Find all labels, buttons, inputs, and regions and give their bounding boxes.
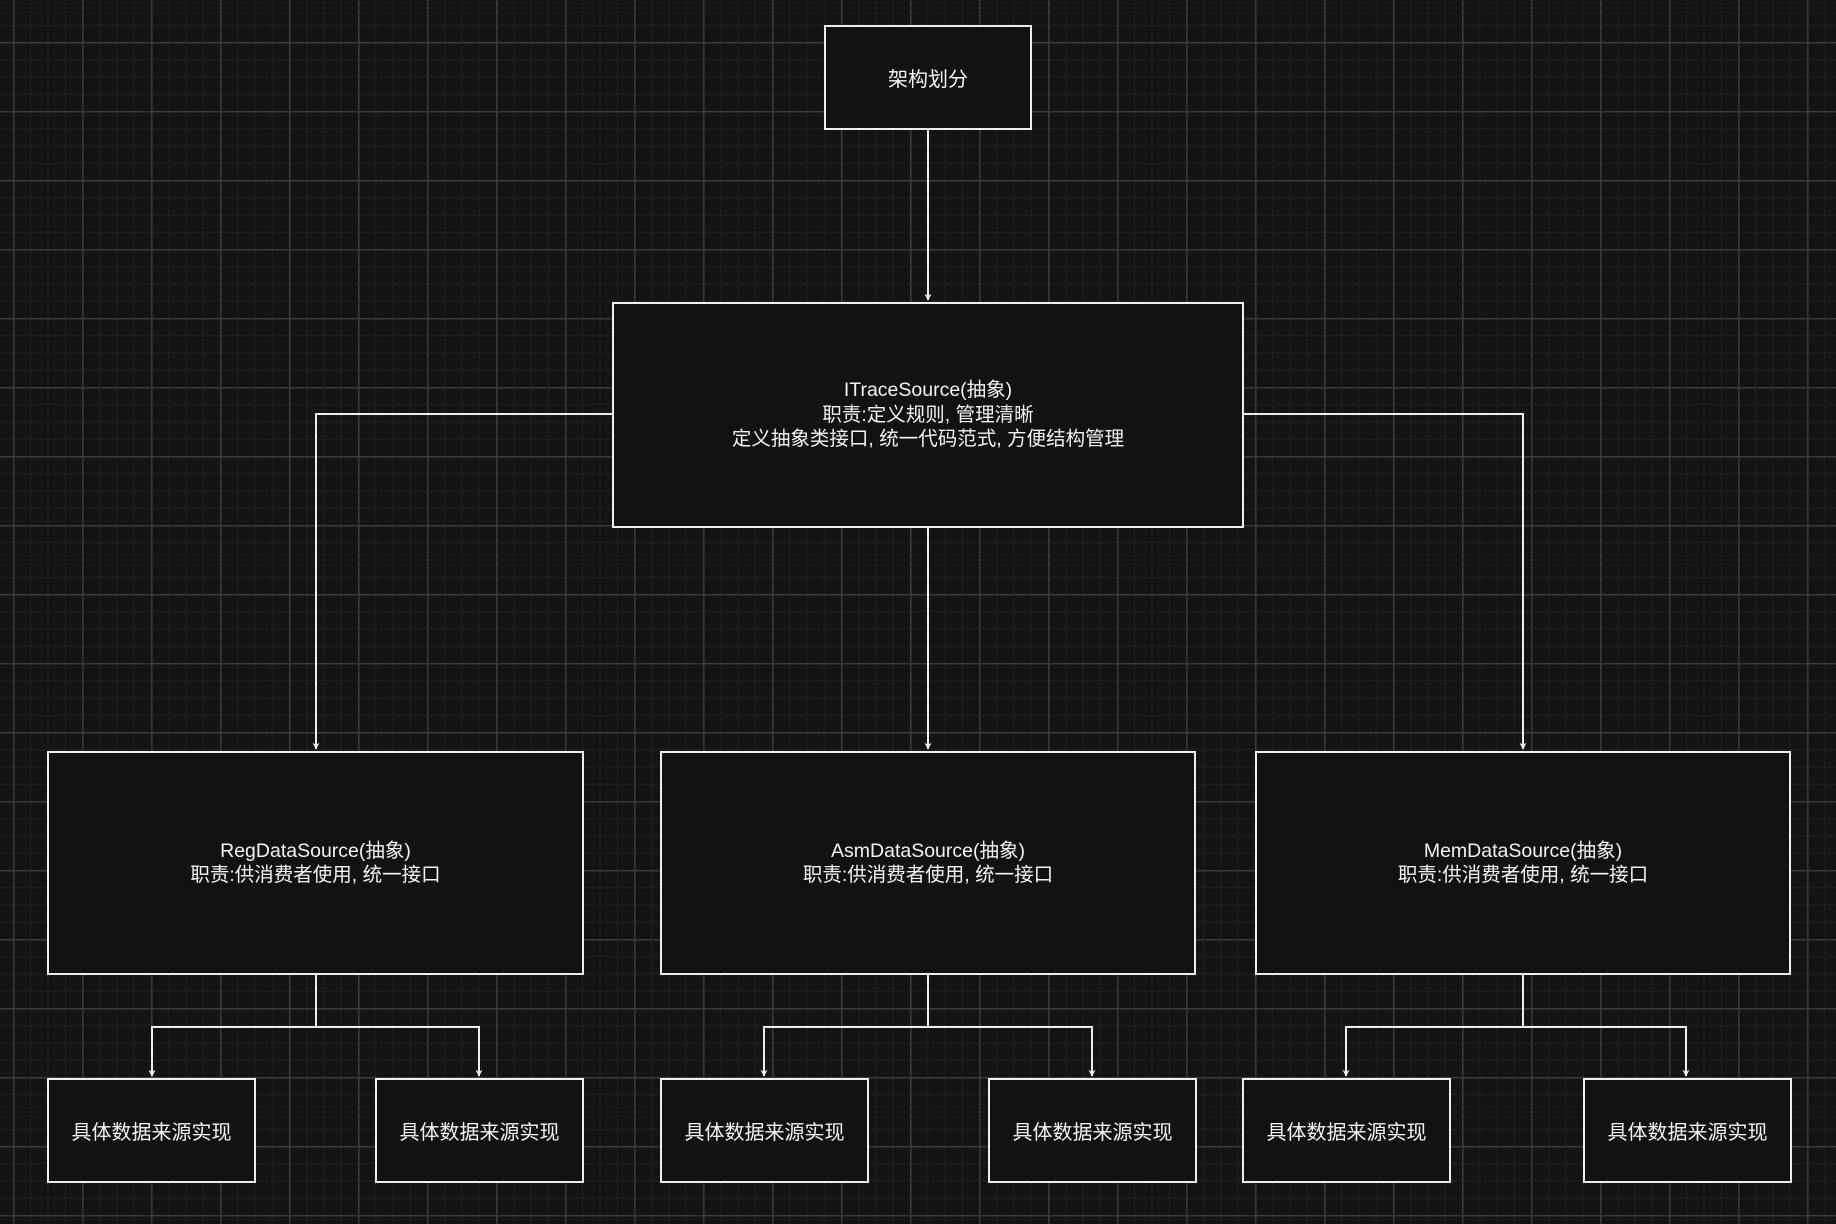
edge-asm-leaf-3 [760,975,929,1077]
node-mem-impl-2[interactable]: 具体数据来源实现 [1583,1078,1792,1183]
node-reg-impl-2[interactable]: 具体数据来源实现 [375,1078,584,1183]
node-asm-impl-2[interactable]: 具体数据来源实现 [988,1078,1197,1183]
node-label: 具体数据来源实现 [71,1122,232,1144]
node-architecture-root[interactable]: 架构划分 [824,25,1032,130]
node-asmdatasource[interactable]: AsmDataSource(抽象) 职责:供消费者使用, 统一接口 [660,751,1196,975]
node-label: 具体数据来源实现 [1607,1122,1768,1144]
node-title: AsmDataSource(抽象) [831,839,1025,862]
node-title: RegDataSource(抽象) [220,839,411,862]
edge-mem-leaf-6 [1523,1026,1690,1077]
node-itracesource[interactable]: ITraceSource(抽象) 职责:定义规则, 管理清晰 定义抽象类接口, … [612,302,1244,528]
node-responsibility: 职责:供消费者使用, 统一接口 [190,864,441,886]
node-regdatasource[interactable]: RegDataSource(抽象) 职责:供消费者使用, 统一接口 [47,751,584,975]
node-label: 具体数据来源实现 [1266,1122,1427,1144]
node-responsibility: 职责:供消费者使用, 统一接口 [802,864,1054,886]
node-title: MemDataSource(抽象) [1423,839,1623,862]
edge-itrace-mem [1244,413,1527,750]
node-description: 定义抽象类接口, 统一代码范式, 方便结构管理 [731,428,1125,451]
node-responsibility: 职责:供消费者使用, 统一接口 [1397,864,1649,886]
edge-reg-leaf-2 [316,1026,483,1077]
edge-itrace-reg [312,413,612,750]
node-title: ITraceSource(抽象) [843,379,1013,402]
node-mem-impl-1[interactable]: 具体数据来源实现 [1242,1078,1451,1183]
node-label: 具体数据来源实现 [1012,1122,1173,1144]
node-asm-impl-1[interactable]: 具体数据来源实现 [660,1078,869,1183]
edge-reg-leaf-1 [148,975,317,1077]
node-responsibility: 职责:定义规则, 管理清晰 [822,403,1034,426]
node-label: 具体数据来源实现 [399,1122,560,1144]
node-label: 具体数据来源实现 [684,1122,845,1144]
node-memdatasource[interactable]: MemDataSource(抽象) 职责:供消费者使用, 统一接口 [1255,751,1791,975]
edge-asm-leaf-4 [928,1026,1096,1077]
node-label: 架构划分 [888,69,968,91]
edge-mem-leaf-5 [1342,975,1524,1077]
node-reg-impl-1[interactable]: 具体数据来源实现 [47,1078,256,1183]
